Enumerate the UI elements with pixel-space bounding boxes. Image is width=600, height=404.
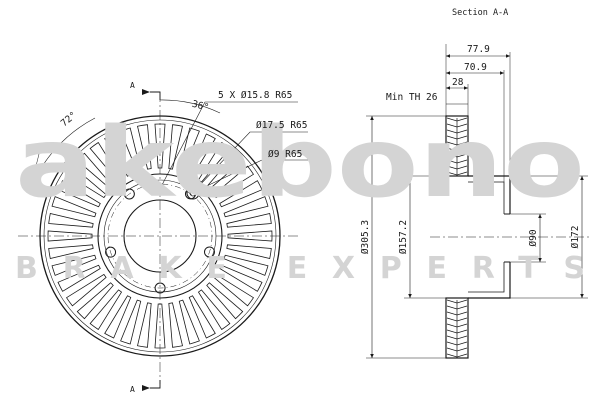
section-line-bottom — [150, 380, 161, 389]
cooling-vane — [47, 230, 93, 242]
cooling-vane — [57, 264, 101, 292]
dimension-arrow — [370, 116, 374, 120]
section-arrow-top — [142, 89, 150, 95]
angle-36-arc — [159, 99, 221, 114]
cooling-vane — [48, 244, 94, 259]
disc-section-view — [366, 44, 592, 359]
cooling-vane — [104, 133, 132, 177]
cooling-vane — [197, 289, 231, 331]
cooling-vane — [213, 165, 255, 199]
section-title: Section A-A — [452, 8, 508, 18]
cooling-vane — [219, 180, 263, 208]
section-marker-bottom: A — [130, 385, 135, 394]
watermark-logo: akebono — [15, 107, 585, 219]
bolt-hole — [203, 246, 215, 258]
dimension-arrow — [464, 86, 468, 90]
dim-center-bore: Ø90 — [528, 229, 539, 246]
disc-front-view — [18, 89, 308, 391]
angle-36-label: 36° — [191, 99, 210, 114]
cooling-vane — [188, 295, 216, 339]
dimension-arrow — [446, 54, 450, 58]
cooling-vane — [154, 303, 166, 349]
cooling-vane — [178, 127, 200, 173]
min-th-label: Min TH 26 — [386, 92, 438, 103]
cooling-vane — [76, 282, 114, 320]
cooling-vane — [197, 141, 231, 183]
cooling-vane — [65, 273, 107, 307]
dimension-arrow — [538, 258, 542, 262]
dim-hub-diameter: Ø172 — [570, 226, 581, 249]
cooling-vane — [178, 299, 200, 345]
dimension-arrow — [446, 71, 450, 75]
cooling-vane — [104, 295, 132, 339]
cooling-vane — [89, 289, 123, 331]
cooling-vane — [154, 123, 166, 169]
cooling-vane — [213, 273, 255, 307]
cooling-vane — [57, 180, 101, 208]
locator-hole-small — [189, 189, 197, 197]
dimension-arrow — [500, 71, 504, 75]
cooling-vane — [223, 196, 269, 218]
dimension-arrow — [506, 54, 510, 58]
dimension-arrow — [538, 214, 542, 218]
dim-thickness: 28 — [452, 77, 464, 88]
dim-outer-diameter: Ø305.3 — [360, 220, 371, 254]
cooling-vane — [188, 133, 216, 177]
cooling-vane — [168, 124, 183, 170]
hole-17-label: Ø17.5 R65 — [256, 120, 307, 131]
cooling-vane — [226, 244, 272, 259]
hole-9-label: Ø9 R65 — [268, 149, 302, 160]
section-arrow-bottom — [142, 385, 150, 391]
bolt-holes — [105, 188, 215, 294]
cooling-vane — [137, 302, 152, 348]
dimension-arrow — [370, 354, 374, 358]
dimension-arrow — [446, 86, 450, 90]
cooling-vane — [76, 152, 114, 190]
section-marker-top: A — [130, 81, 135, 90]
leader-hole-17 — [196, 131, 308, 189]
cooling-vane — [65, 165, 107, 199]
dimension-arrow — [580, 294, 584, 298]
cooling-vane — [168, 302, 183, 348]
leader-hole-9 — [195, 159, 308, 192]
section-hatching-lower — [446, 299, 468, 358]
cooling-vane — [120, 127, 142, 173]
dim-hat-height: 70.9 — [464, 62, 487, 73]
cooling-vane — [226, 213, 272, 228]
dimension-arrow — [408, 176, 412, 180]
cooling-vane — [51, 196, 97, 218]
brand-watermark: akebono BRAKE EXPERTS — [15, 107, 585, 286]
section-hatching-upper — [446, 117, 468, 176]
cooling-vane — [48, 213, 94, 228]
watermark-tagline: BRAKE EXPERTS — [15, 251, 585, 286]
cooling-vane — [89, 141, 123, 183]
cooling-vane — [137, 124, 152, 170]
leader-bolt-pattern — [161, 101, 298, 186]
cooling-vane — [206, 282, 244, 320]
cooling-vane — [223, 254, 269, 276]
dimension-arrow — [408, 294, 412, 298]
dimension-arrowheads — [370, 54, 584, 358]
cooling-vane — [219, 264, 263, 292]
cooling-vane — [206, 152, 244, 190]
hat-inner-lower — [468, 262, 505, 293]
dim-hat-diameter: Ø157.2 — [398, 220, 409, 254]
bolt-pattern-label: 5 X Ø15.8 R65 — [218, 90, 292, 101]
angle-72-leader — [29, 149, 41, 191]
dimension-arrow — [580, 176, 584, 180]
dim-total-height: 77.9 — [467, 44, 490, 55]
cooling-vane — [227, 230, 273, 242]
cooling-vane — [120, 299, 142, 345]
cooling-vanes — [47, 123, 273, 349]
angle-72-arc — [29, 117, 96, 191]
cooling-vane — [51, 254, 97, 276]
bolt-hole — [105, 246, 117, 258]
bolt-hole — [123, 188, 135, 200]
locator-hole-large — [186, 186, 200, 200]
section-line-top — [150, 91, 161, 100]
